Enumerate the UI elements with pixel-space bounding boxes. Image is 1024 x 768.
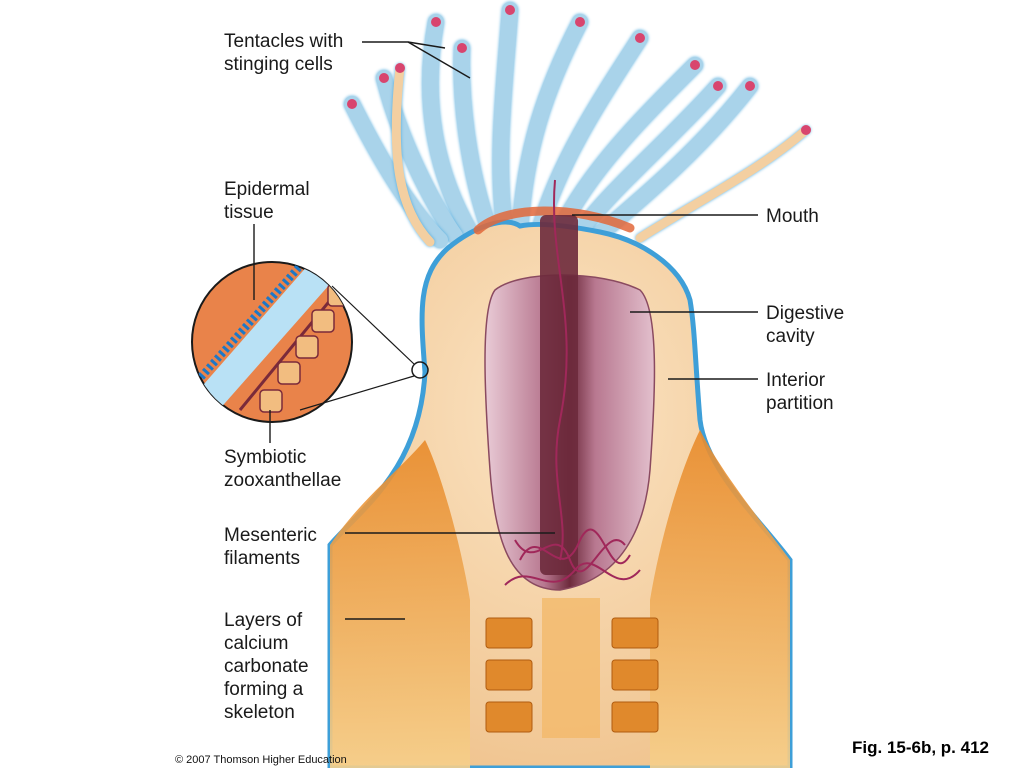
label-mesenteric-filaments: Mesenteric filaments <box>224 525 317 569</box>
label-mouth: Mouth <box>766 206 819 227</box>
copyright-credit: © 2007 Thomson Higher Education <box>175 754 347 766</box>
label-tentacles: Tentacles with stinging cells <box>224 31 344 75</box>
label-interior-partition: Interior partition <box>766 370 834 414</box>
calcium-carbonate-skeleton <box>330 430 790 768</box>
label-leader-lines <box>253 41 758 620</box>
label-digestive-cavity: Digestive cavity <box>766 303 845 347</box>
pharynx-illustration <box>540 215 578 575</box>
tentacle-tips <box>347 5 811 135</box>
label-symbiotic-zooxanthellae: Symbiotic zooxanthellae <box>224 447 342 491</box>
mouth-rim <box>473 206 635 235</box>
tentacles-illustration <box>344 2 811 248</box>
tissue-zoom-inset <box>191 261 429 423</box>
mesenteric-filaments-illustration <box>504 179 641 586</box>
figure-reference: Fig. 15-6b, p. 412 <box>852 738 989 757</box>
label-calcium-carbonate-layers: Layers of calcium carbonate forming a sk… <box>224 610 309 723</box>
label-epidermal-tissue: Epidermal tissue <box>224 179 310 223</box>
